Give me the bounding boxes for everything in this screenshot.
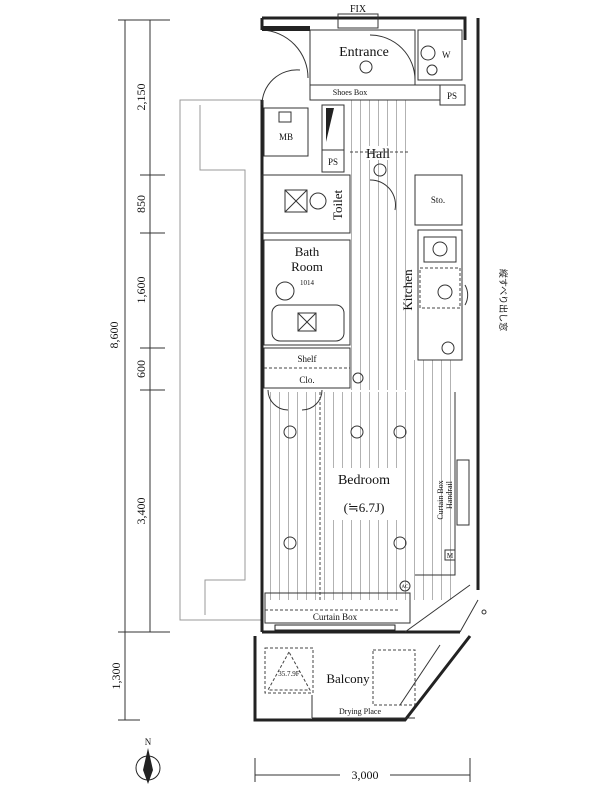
closet: Shelf Clo. <box>263 347 364 411</box>
kitchen-flooring <box>410 360 455 575</box>
closet-label: Clo. <box>299 375 314 385</box>
curtain-box-label: Curtain Box <box>313 612 358 622</box>
dim-entrance: 2,150 <box>134 84 148 111</box>
shelf-label: Shelf <box>298 354 317 364</box>
dim-shelf: 600 <box>134 360 148 378</box>
storage-room: Sto. <box>414 174 463 226</box>
window-note-label: 縦すべり出し窓 <box>498 269 509 331</box>
toilet-room: Toilet <box>261 174 396 234</box>
kitchen-area: Kitchen 縦すべり出し窓 <box>400 229 509 361</box>
dim-bedroom: 3,400 <box>134 498 148 525</box>
balcony-label: Balcony <box>326 671 370 686</box>
ac-label: AC <box>402 585 410 590</box>
bath-label-2: Room <box>291 259 323 274</box>
hall-area: PS Hall <box>321 104 410 177</box>
dim-width: 3,000 <box>352 768 379 782</box>
storage-label: Sto. <box>431 195 445 205</box>
curtain-box-side-label: Curtain Box <box>436 480 445 519</box>
toilet-label: Toilet <box>330 190 345 221</box>
bedroom-label: Bedroom <box>338 473 390 488</box>
handrail-label: Handrail <box>445 480 454 509</box>
shoes-box-label: Shoes Box <box>333 88 367 97</box>
bedroom: Bedroom (≒6.7J) Curtain Box Handrail M A… <box>264 392 470 631</box>
dim-toilet: 850 <box>134 195 148 213</box>
balcony: 35.7.9F Balcony Drying Place <box>253 609 487 722</box>
outdoor-unit-label: 35.7.9F <box>278 670 300 678</box>
vertical-dimension: 8,600 2,150 850 1,600 600 3,400 1,300 <box>107 19 170 721</box>
washer-label: W <box>442 50 451 60</box>
meter-box: MB <box>263 107 309 157</box>
hall-flooring <box>350 100 410 390</box>
mb-label: MB <box>279 132 293 142</box>
entrance-area: FIX Entrance W Shoes Box PS <box>261 4 466 106</box>
corridor-outline <box>179 99 262 621</box>
meter-label: M <box>447 552 454 560</box>
kitchen-label: Kitchen <box>400 269 415 311</box>
dim-total: 8,600 <box>107 322 121 349</box>
entrance-label: Entrance <box>339 45 389 60</box>
drying-place-label: Drying Place <box>339 707 381 716</box>
horizontal-dimension: 3,000 <box>254 758 471 782</box>
bedroom-size-label: (≒6.7J) <box>344 500 385 515</box>
bath-size-label: 1014 <box>300 279 315 287</box>
fix-window-label: FIX <box>350 4 367 15</box>
ps-label-2: PS <box>328 157 338 167</box>
north-arrow-icon: N <box>135 737 161 784</box>
ps-label-1: PS <box>447 91 457 101</box>
dim-balcony: 1,300 <box>109 663 123 690</box>
hall-label: Hall <box>366 147 390 162</box>
bath-label-1: Bath <box>295 244 320 259</box>
dim-bath: 1,600 <box>134 277 148 304</box>
north-label: N <box>145 737 152 747</box>
bath-room: Bath Room 1014 <box>263 239 351 346</box>
